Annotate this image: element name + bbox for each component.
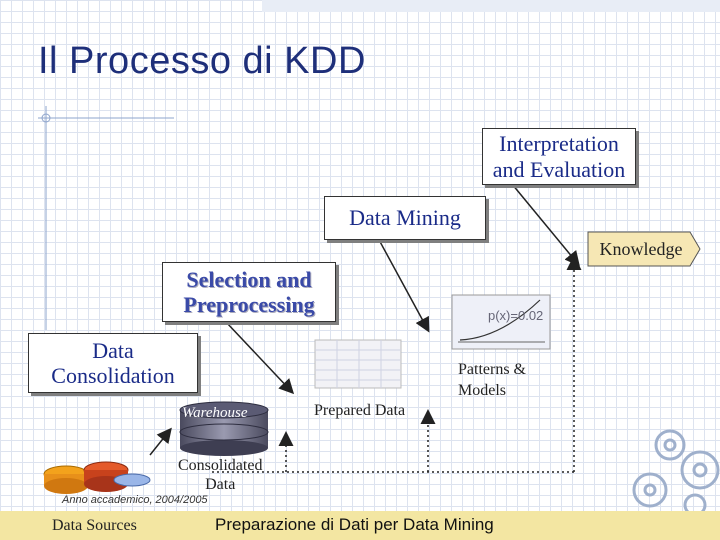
arrow-dm-to-knowledge xyxy=(511,183,580,267)
selection-preprocessing-box: Selection and Preprocessing xyxy=(162,262,336,322)
footer-bar xyxy=(0,511,720,540)
prepared-data-label: Prepared Data xyxy=(314,402,406,419)
warehouse-cylinder-icon xyxy=(179,401,269,456)
selection-line-2: Preprocessing xyxy=(183,292,315,317)
data-mining-label: Data Mining xyxy=(349,205,461,231)
patterns-chart-icon xyxy=(451,294,551,350)
consolidation-line-1: Data xyxy=(92,337,134,363)
patterns-models-label: Patterns & Models xyxy=(458,360,526,402)
data-sources-label: Data Sources xyxy=(52,517,137,534)
data-consolidation-box: Data Consolidation xyxy=(28,333,198,393)
arrow-sources-to-warehouse xyxy=(149,427,172,456)
arrow-consolidation-to-prepared xyxy=(225,321,295,395)
slide-title: Il Processo di KDD xyxy=(38,40,366,82)
consolidated-data-label: Consolidated Data xyxy=(178,456,262,494)
warehouse-label: Warehouse xyxy=(182,405,248,421)
data-mining-box: Data Mining xyxy=(324,196,486,240)
interpretation-line-2: and Evaluation xyxy=(492,156,626,182)
prepared-data-table-icon xyxy=(314,339,402,389)
consolidated-line-1: Consolidated xyxy=(178,457,263,474)
academic-year-label: Anno accademico, 2004/2005 xyxy=(62,494,208,506)
interpretation-line-1: Interpretation xyxy=(499,131,619,157)
arrow-selection-to-patterns xyxy=(377,237,430,333)
consolidation-line-2: Consolidation xyxy=(51,363,175,388)
gears-decoration xyxy=(632,429,720,517)
rule-node xyxy=(41,113,51,123)
knowledge-label: Knowledge xyxy=(599,239,683,259)
selection-line-1: Selection and xyxy=(186,266,312,292)
patterns-line-2: Models xyxy=(458,381,506,399)
footer-title: Preparazione di Dati per Data Mining xyxy=(215,515,494,534)
data-sources-icon xyxy=(43,461,151,494)
patterns-icon-text: p(x)=0.02 xyxy=(488,308,544,323)
top-right-band xyxy=(262,0,720,12)
interpretation-evaluation-box: Interpretation and Evaluation xyxy=(482,128,636,185)
knowledge-arrow-shape xyxy=(587,231,701,267)
dotted-feedback-arrows xyxy=(212,255,582,473)
patterns-line-1: Patterns & xyxy=(458,361,526,378)
consolidated-line-2: Data xyxy=(205,476,236,494)
